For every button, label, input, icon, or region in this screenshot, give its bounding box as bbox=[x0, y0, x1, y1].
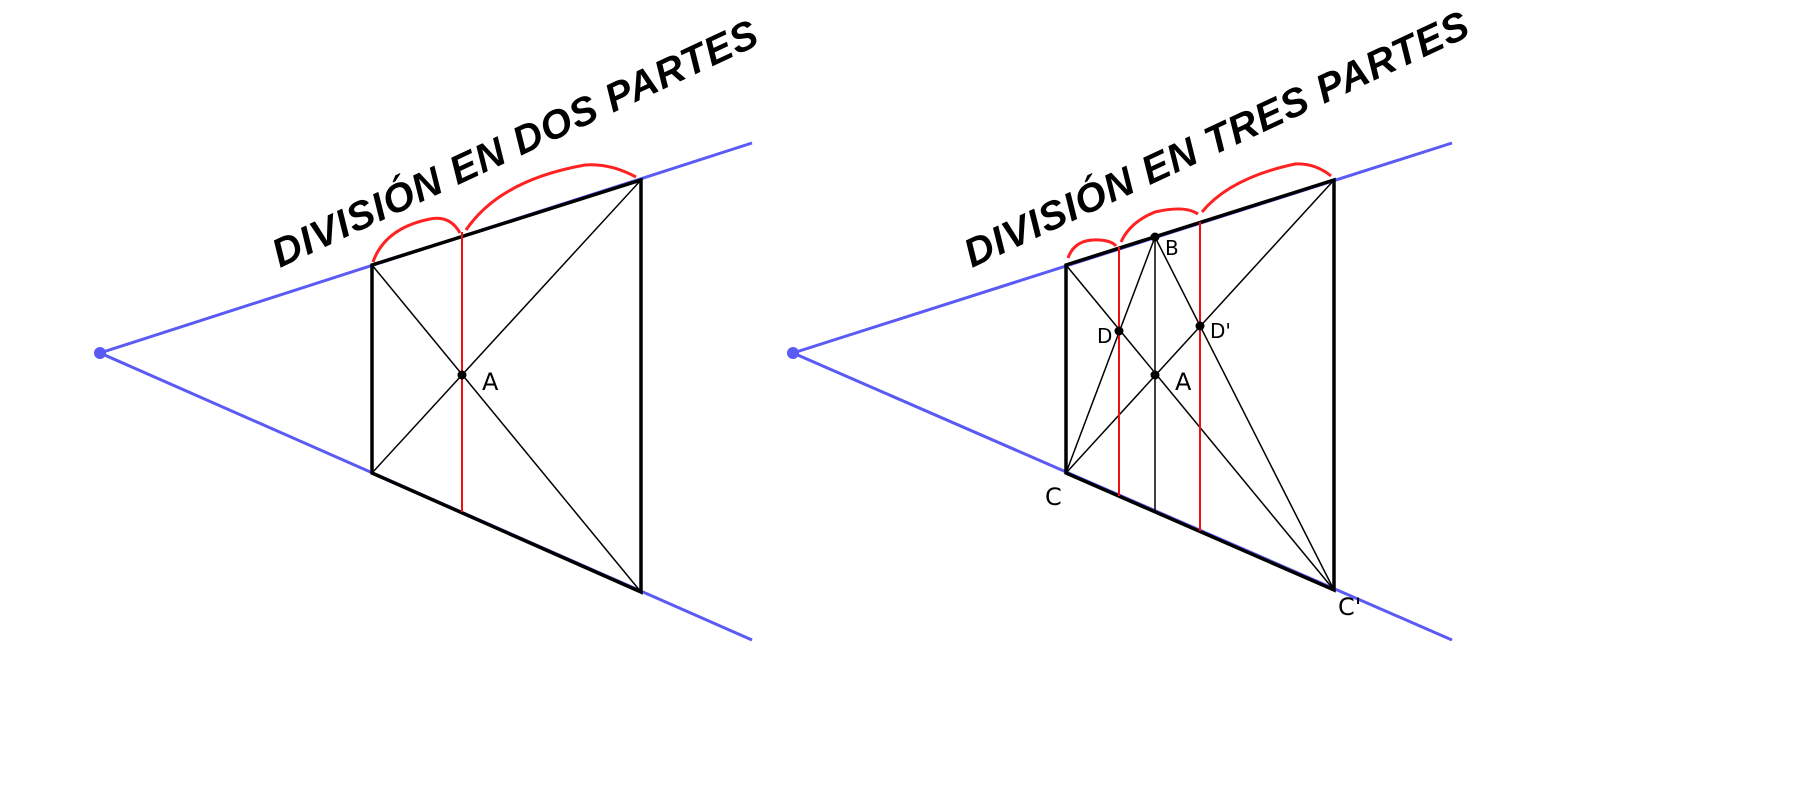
right-figure: DIVISIÓN EN TRES PARTES A B D D' C C' bbox=[787, 1, 1477, 642]
left-diagonal-1 bbox=[371, 264, 642, 593]
right-arc-1 bbox=[1066, 238, 1118, 259]
point-D bbox=[1114, 326, 1124, 336]
label-A-right: A bbox=[1175, 368, 1192, 396]
right-title: DIVISIÓN EN TRES PARTES bbox=[956, 1, 1476, 276]
point-A-right bbox=[1150, 370, 1160, 380]
right-vanishing-point bbox=[787, 347, 799, 359]
left-title: DIVISIÓN EN DOS PARTES bbox=[264, 10, 765, 276]
point-D-prime bbox=[1195, 321, 1205, 331]
left-vanishing-point bbox=[94, 347, 106, 359]
line-B-C bbox=[1065, 236, 1156, 474]
label-A-left: A bbox=[482, 368, 499, 396]
left-arc-2 bbox=[464, 163, 637, 231]
label-C-prime: C' bbox=[1338, 593, 1361, 621]
label-D-prime: D' bbox=[1210, 319, 1231, 343]
point-B bbox=[1150, 232, 1160, 242]
line-B-Cprime bbox=[1154, 236, 1335, 591]
right-arc-3 bbox=[1200, 162, 1332, 213]
left-figure: DIVISIÓN EN DOS PARTES A bbox=[94, 10, 766, 642]
left-diagonal-2 bbox=[371, 179, 642, 474]
label-B: B bbox=[1165, 236, 1179, 260]
left-rectangle bbox=[370, 177, 643, 595]
point-A-left bbox=[457, 370, 467, 380]
left-arc-1 bbox=[371, 216, 462, 263]
label-D: D bbox=[1097, 324, 1112, 348]
label-C: C bbox=[1045, 483, 1062, 511]
right-arc-2 bbox=[1119, 207, 1199, 243]
